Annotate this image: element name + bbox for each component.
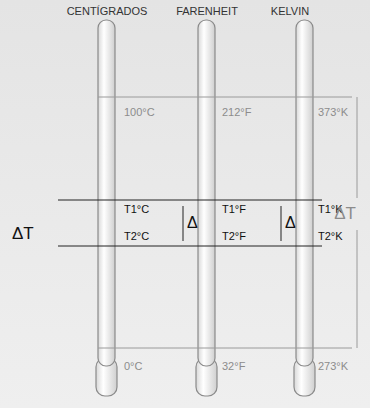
delta-symbol: ΔT bbox=[334, 204, 356, 224]
delta-symbol: Δ bbox=[187, 214, 198, 232]
scale-heading: FARENHEIT bbox=[176, 5, 238, 18]
temperature-mark: 373°K bbox=[318, 106, 348, 119]
temperature-mark: 212°F bbox=[222, 106, 251, 119]
t1-line bbox=[58, 200, 322, 201]
freezing-line bbox=[98, 348, 352, 349]
temperature-mark: 0°C bbox=[124, 360, 142, 373]
fahrenheit-thermometer bbox=[196, 20, 217, 396]
temperature-mark: 273°K bbox=[318, 360, 348, 373]
temperature-label: T2°F bbox=[222, 230, 246, 243]
delta-bracket bbox=[183, 206, 184, 241]
delta-symbol: Δ bbox=[285, 214, 296, 232]
scale-heading: KELVIN bbox=[271, 5, 309, 18]
kelvin-thermometer bbox=[294, 20, 315, 396]
t2-line bbox=[58, 246, 322, 247]
boiling-line bbox=[98, 97, 352, 98]
scale-heading: CENTÍGRADOS bbox=[67, 5, 148, 18]
temperature-label: T2°K bbox=[318, 230, 343, 243]
delta-symbol: ΔT bbox=[12, 224, 34, 244]
celsius-thermometer bbox=[96, 20, 117, 396]
temperature-label: T1°F bbox=[222, 203, 246, 216]
temperature-label: T2°C bbox=[124, 230, 149, 243]
temperature-label: T1°C bbox=[124, 203, 149, 216]
range-bracket bbox=[357, 97, 358, 198]
delta-bracket bbox=[281, 206, 282, 241]
range-bracket bbox=[357, 230, 358, 348]
temperature-mark: 100°C bbox=[124, 106, 155, 119]
temperature-mark: 32°F bbox=[222, 360, 245, 373]
